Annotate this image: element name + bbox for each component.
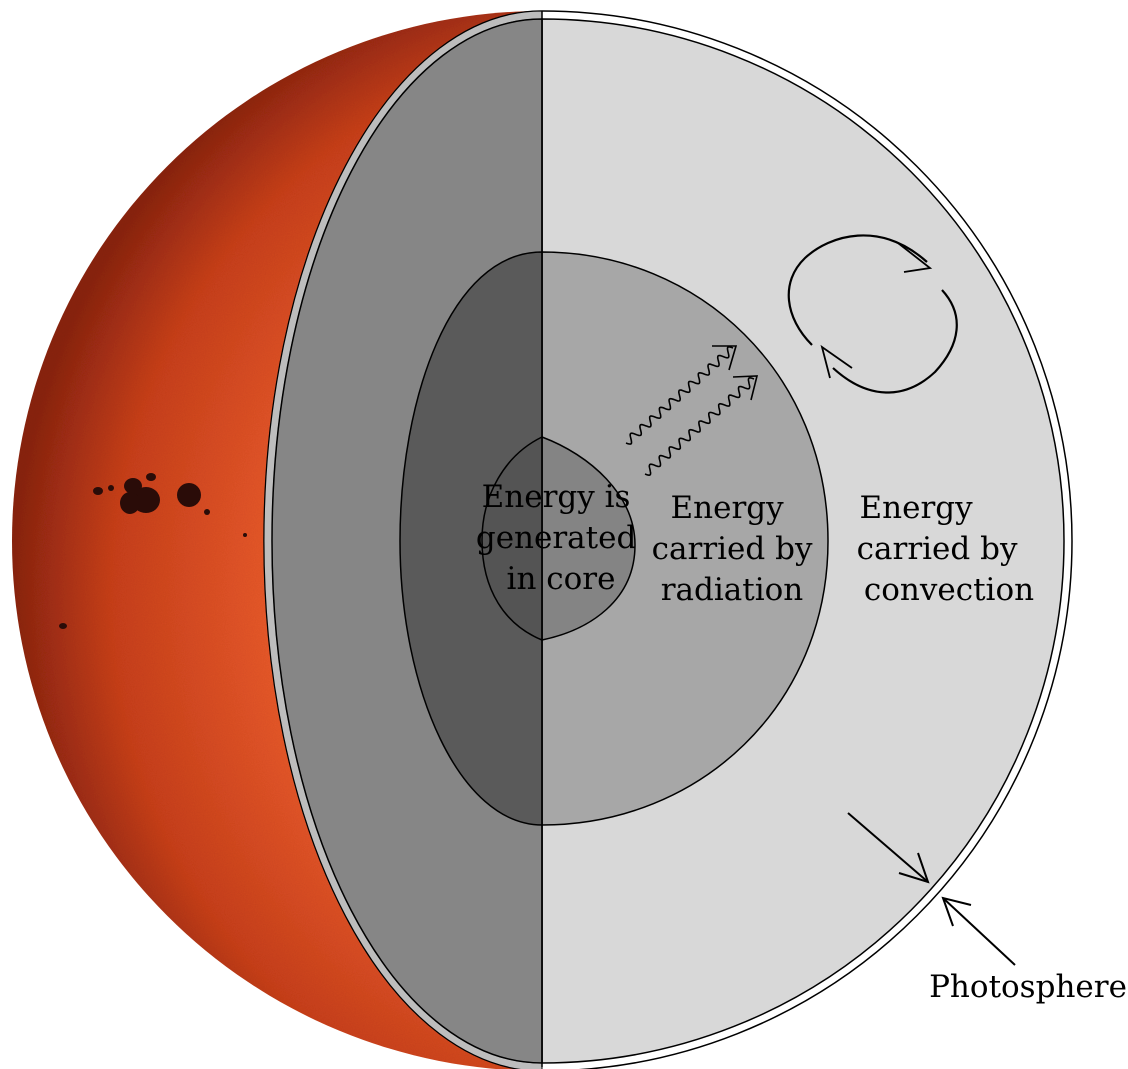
photosphere-arrows (847, 812, 1016, 966)
radiative-zone-front (541, 251, 829, 826)
core-label: Energy is generated in core (476, 479, 646, 597)
radiation-arrow-lower (644, 375, 759, 477)
core-front (541, 435, 636, 641)
sunspots (59, 473, 247, 629)
radiation-label: Energy carried by radiation (652, 490, 823, 608)
radiation-arrow-upper (625, 345, 738, 445)
convection-label: Energy carried by convection (857, 490, 1034, 608)
radiative-zone-cut-face (399, 251, 543, 826)
core-cut-face (481, 435, 543, 642)
convection-loop (787, 234, 958, 394)
photosphere-label: Photosphere (929, 969, 1127, 1005)
